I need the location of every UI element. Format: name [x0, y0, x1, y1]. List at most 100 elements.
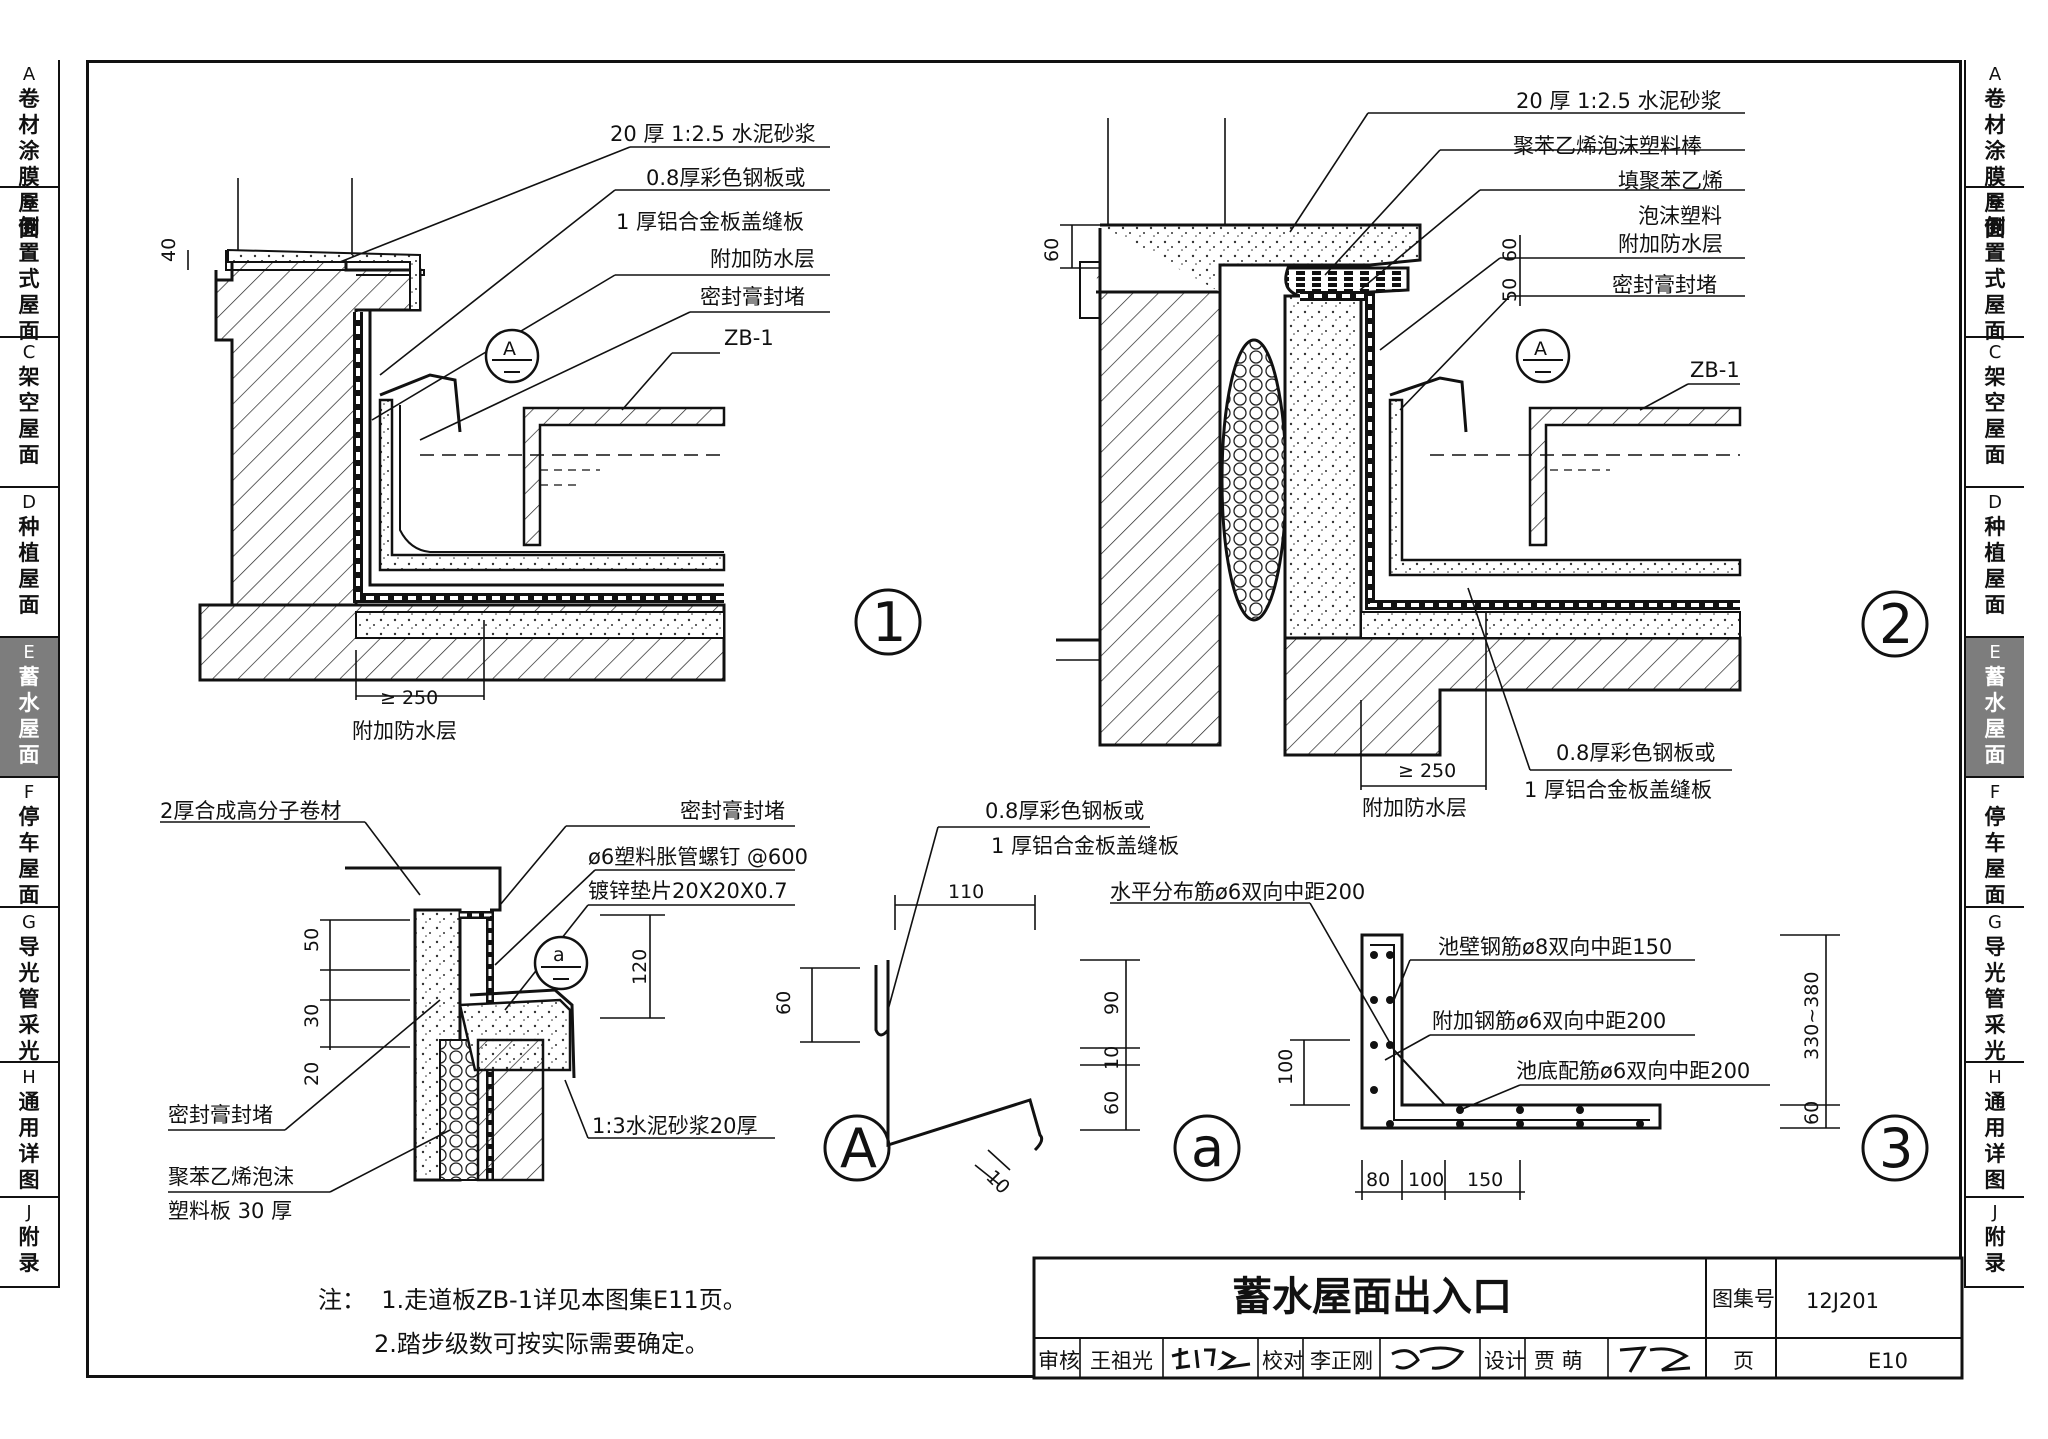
note-line-1: 注： 1.走道板ZB-1详见本图集E11页。: [318, 1286, 747, 1314]
section-tab-name: 导 光 管 采 光: [1984, 935, 2006, 1063]
label-steel-plate: 0.8厚彩色钢板或: [985, 799, 1144, 823]
label-extra-waterproof: 附加防水层: [1618, 232, 1723, 256]
cover-plate: [1389, 376, 1468, 433]
dim-10-slant: 10: [981, 1166, 1014, 1199]
section-tab-name: 卷 材 涂 膜 屋 面: [18, 87, 40, 241]
section-tab-letter: B: [22, 192, 36, 213]
section-tab-name: 停 车 屋 面: [1984, 805, 2006, 907]
svg-text:1: 1: [872, 591, 906, 654]
detail-number-A: A: [823, 1114, 891, 1182]
label-extra-waterproof: 附加防水层: [710, 247, 815, 271]
section-tab-name: 附 录: [1984, 1225, 2006, 1275]
label-foam-plastic: 泡沫塑料: [1638, 204, 1722, 228]
section-tab-letter: C: [22, 342, 36, 363]
label-aluminum-plate: 1 厚铝合金板盖缝板: [1524, 778, 1712, 802]
detail-ref-marker-A: A: [484, 328, 540, 384]
roof-slab: [1283, 636, 1742, 757]
section-tab-name: 蓄 水 屋 面: [1984, 665, 2006, 767]
label-mortar: 20 厚 1:2.5 水泥砂浆: [610, 122, 816, 146]
section-tab-letter: A: [1988, 64, 2002, 85]
label-membrane: 2厚合成高分子卷材: [160, 799, 341, 823]
label-washer: 镀锌垫片20X20X0.7: [588, 879, 788, 903]
label-fill-foam: 填聚苯乙烯: [1618, 169, 1723, 193]
dim-50: 50: [1499, 278, 1521, 302]
svg-text:A: A: [503, 338, 516, 360]
dim-110: 110: [948, 881, 984, 903]
section-tab-letter: F: [1989, 782, 2001, 803]
detail-2: 20 厚 1:2.5 水泥砂浆 聚苯乙烯泡沫塑料棒 填聚苯乙烯 泡沫塑料 附加防…: [1041, 89, 1929, 820]
step: [378, 398, 726, 572]
section-tab-name: 卷 材 涂 膜 屋 面: [1984, 87, 2006, 241]
svg-text:A: A: [840, 1117, 877, 1180]
atlas-label: 图集号: [1712, 1287, 1775, 1311]
svg-text:A: A: [1534, 338, 1547, 360]
notes: 注： 1.走道板ZB-1详见本图集E11页。2.踏步级数可按实际需要确定。: [318, 1278, 747, 1366]
page-label: 页: [1733, 1349, 1754, 1373]
section-tab-letter: F: [23, 782, 35, 803]
inner-block: [1283, 294, 1363, 640]
section-tab-letter: G: [1988, 912, 2002, 933]
reviewer-name: 王祖光: [1090, 1349, 1153, 1373]
dim-100: 100: [1408, 1169, 1444, 1191]
dim-90: 90: [1101, 991, 1123, 1015]
dim-60: 60: [1801, 1101, 1823, 1125]
step-block: [476, 1038, 545, 1182]
foam-rod: [1220, 338, 1288, 622]
detail-A: 0.8厚彩色钢板或 1 厚铝合金板盖缝板 110 60 90 10 60 10 …: [773, 799, 1179, 1199]
dim-60-left: 60: [1041, 238, 1063, 262]
page-number: E10: [1868, 1349, 1908, 1373]
section-tab-letter: J: [1992, 1202, 1998, 1223]
checker-name: 李正刚: [1310, 1349, 1373, 1373]
detail-a: 2厚合成高分子卷材 密封膏封堵 ø6塑料胀管螺钉 @600 镀锌垫片20X20X…: [160, 799, 1241, 1223]
label-sealant: 密封膏封堵: [700, 285, 805, 309]
dim-250: ≥ 250: [380, 687, 438, 709]
section-tab-name: 停 车 屋 面: [18, 805, 40, 907]
section-tab-name: 蓄 水 屋 面: [18, 665, 40, 767]
section-tab-letter: E: [23, 642, 35, 663]
wall-section: [1096, 228, 1222, 747]
label-mortar: 20 厚 1:2.5 水泥砂浆: [1516, 89, 1722, 113]
section-tab-letter: J: [26, 1202, 32, 1223]
reviewer-signature: [1171, 1348, 1251, 1371]
label-mortar-20: 1:3水泥砂浆20厚: [592, 1114, 758, 1138]
label-zb-1: ZB-1: [1690, 358, 1740, 382]
label-foam-board: 聚苯乙烯泡沫: [168, 1165, 294, 1189]
dim-60-left: 60: [773, 991, 795, 1015]
label-sealant-bottom: 密封膏封堵: [168, 1103, 273, 1127]
check-label: 校对: [1262, 1349, 1304, 1373]
svg-text:3: 3: [1879, 1117, 1913, 1180]
dim-30: 30: [301, 1004, 323, 1028]
dim-10: 10: [1101, 1046, 1123, 1070]
section-tab-name: 倒 置 式 屋 面: [18, 215, 40, 343]
section-tab-letter: C: [1988, 342, 2002, 363]
section-tab-letter: E: [1989, 642, 2001, 663]
detail-number-a: a: [1173, 1114, 1241, 1182]
label-horizontal-bars: 水平分布筋ø6双向中距200: [1110, 880, 1365, 904]
label-extra-waterproof-bottom: 附加防水层: [352, 719, 457, 743]
designer-signature: [1619, 1346, 1691, 1373]
section-tab-name: 通 用 详 图: [18, 1090, 40, 1192]
detail-number-2: 2: [1861, 590, 1929, 658]
section-tab-name: 种 植 屋 面: [1984, 515, 2006, 617]
detail-ref-marker-a: a: [533, 935, 589, 991]
dim-20: 20: [301, 1062, 323, 1086]
label-steel-plate: 0.8厚彩色钢板或: [646, 166, 805, 190]
